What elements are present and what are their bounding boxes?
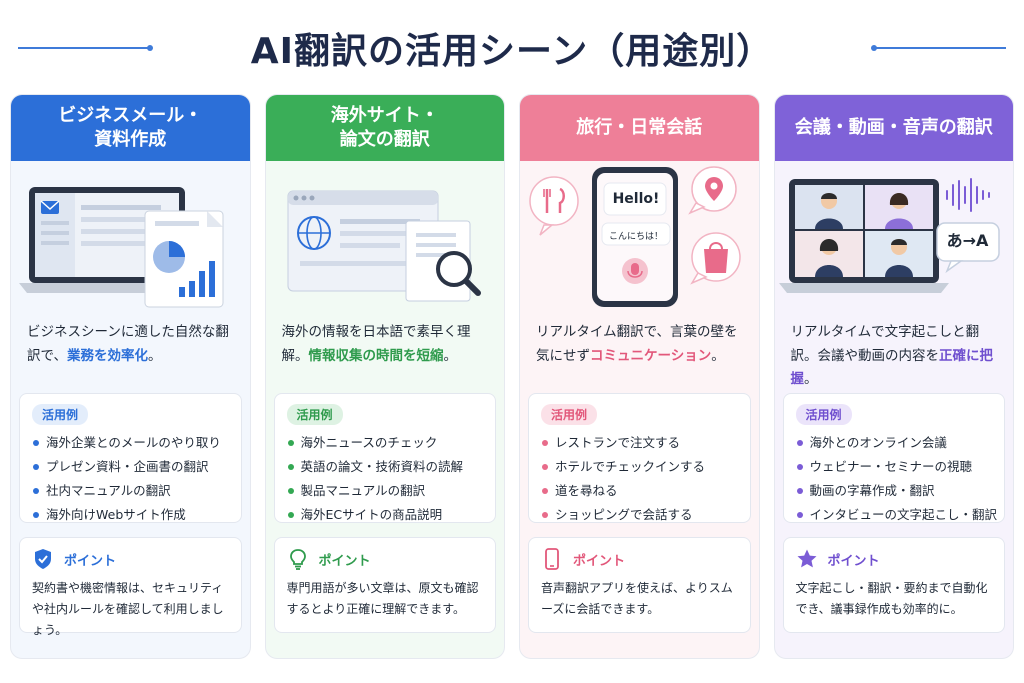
list-item: 道を尋ねる bbox=[541, 479, 738, 503]
list-item: ウェビナー・セミナーの視聴 bbox=[796, 455, 993, 479]
card-title: ビジネスメール・ 資料作成 bbox=[58, 104, 203, 150]
page-title: AI翻訳の活用シーン（用途別） bbox=[250, 31, 774, 72]
point-text: 専門用語が多い文章は、原文も確認するとより正確に理解できます。 bbox=[286, 581, 479, 616]
title-divider-left bbox=[18, 45, 153, 51]
point-header: ポイント bbox=[287, 548, 484, 570]
description-highlight: 情報収集の時間を短縮 bbox=[308, 347, 444, 364]
card-grid: ビジネスメール・ 資料作成 bbox=[10, 94, 1014, 659]
title-divider-right bbox=[871, 45, 1006, 51]
card-overseas-sites: 海外サイト・ 論文の翻訳 bbox=[264, 94, 505, 659]
point-text: 契約書や機密情報は、セキュリティや社内ルールを確認して利用しましょう。 bbox=[32, 581, 224, 637]
use-cases-list: 海外企業とのメールのやり取り プレゼン資料・企画書の翻訳 社内マニュアルの翻訳 … bbox=[32, 431, 229, 527]
use-cases-tag: 活用例 bbox=[541, 404, 598, 425]
description-end: 。 bbox=[443, 347, 458, 364]
description-text: リアルタイムで文字起こしと翻訳。会議や動画の内容を bbox=[790, 324, 980, 364]
card-meetings: 会議・動画・音声の翻訳 bbox=[773, 94, 1014, 659]
list-item: 動画の字幕作成・翻訳 bbox=[796, 479, 993, 503]
video-call-icon bbox=[778, 178, 1000, 293]
browser-search-illustration bbox=[266, 161, 505, 311]
point-box: ポイント 契約書や機密情報は、セキュリティや社内ルールを確認して利用しましょう。 bbox=[19, 537, 242, 637]
point-header: ポイント bbox=[796, 548, 993, 570]
smartphone-icon bbox=[541, 548, 563, 570]
list-item: 海外ニュースのチェック bbox=[287, 431, 484, 455]
point-label: ポイント bbox=[827, 553, 880, 569]
use-cases-tag: 活用例 bbox=[795, 404, 852, 425]
star-icon bbox=[796, 548, 818, 570]
card-title: 海外サイト・ 論文の翻訳 bbox=[330, 104, 439, 150]
use-cases-list: 海外ニュースのチェック 英語の論文・技術資料の読解 製品マニュアルの翻訳 海外E… bbox=[287, 431, 484, 527]
point-box: ポイント 文字起こし・翻訳・要約まで自動化でき、議事録作成も効率的に。 bbox=[782, 537, 1005, 633]
point-header: ポイント bbox=[541, 548, 738, 570]
list-item: 製品マニュアルの翻訳 bbox=[287, 479, 484, 503]
card-header: 旅行・日常会話 bbox=[520, 95, 759, 161]
card-header: 海外サイト・ 論文の翻訳 bbox=[265, 95, 504, 161]
header: AI翻訳の活用シーン（用途別） bbox=[0, 18, 1024, 78]
use-cases-box: 活用例 海外ニュースのチェック 英語の論文・技術資料の読解 製品マニュアルの翻訳… bbox=[273, 393, 496, 523]
card-description: 海外の情報を日本語で素早く理解。情報収集の時間を短縮。 bbox=[266, 311, 505, 393]
card-title: 会議・動画・音声の翻訳 bbox=[794, 116, 993, 138]
list-item: 海外とのオンライン会議 bbox=[796, 431, 993, 455]
description-highlight: 業務を効率化 bbox=[66, 347, 148, 364]
description-end: 。 bbox=[804, 371, 818, 388]
use-cases-list: 海外とのオンライン会議 ウェビナー・セミナーの視聴 動画の字幕作成・翻訳 インタ… bbox=[796, 431, 997, 527]
use-cases-box: 活用例 レストランで注文する ホテルでチェックインする 道を尋ねる ショッピング… bbox=[528, 393, 751, 523]
card-description: ビジネスシーンに適した自然な翻訳で、業務を効率化。 bbox=[11, 311, 250, 393]
card-header: 会議・動画・音声の翻訳 bbox=[774, 95, 1013, 161]
translate-label: あ→A bbox=[946, 231, 989, 250]
use-cases-list: レストランで注文する ホテルでチェックインする 道を尋ねる ショッピングで会話す… bbox=[541, 431, 738, 527]
card-travel: 旅行・日常会話 bbox=[519, 94, 760, 659]
point-box: ポイント 専門用語が多い文章は、原文も確認するとより正確に理解できます。 bbox=[273, 537, 496, 633]
point-box: ポイント 音声翻訳アプリを使えば、よりスムーズに会話できます。 bbox=[528, 537, 751, 633]
card-description: リアルタイム翻訳で、言葉の壁を気にせずコミュニケーション。 bbox=[520, 311, 759, 393]
card-header: ビジネスメール・ 資料作成 bbox=[11, 95, 250, 161]
list-item: 社内マニュアルの翻訳 bbox=[32, 479, 229, 503]
phone-hello-text: Hello! bbox=[612, 191, 660, 207]
list-item: ショッピングで会話する bbox=[541, 503, 738, 527]
point-header: ポイント bbox=[32, 548, 229, 570]
description-text: 海外の情報を日本語で素早く理解。 bbox=[281, 324, 471, 364]
shield-check-icon bbox=[32, 548, 54, 570]
card-title: 旅行・日常会話 bbox=[576, 116, 703, 138]
laptop-document-illustration bbox=[11, 161, 250, 311]
description-highlight: コミュニケーション bbox=[590, 347, 712, 364]
description-highlight: 正確に把握 bbox=[790, 347, 994, 388]
phone-translation-text: こんにちは！ bbox=[608, 232, 663, 242]
description-end: 。 bbox=[147, 347, 162, 364]
list-item: 英語の論文・技術資料の読解 bbox=[287, 455, 484, 479]
browser-magnifier-icon bbox=[287, 190, 481, 302]
list-item: インタビューの文字起こし・翻訳 bbox=[796, 503, 997, 527]
list-item: 海外企業とのメールのやり取り bbox=[32, 431, 229, 455]
point-label: ポイント bbox=[64, 553, 117, 569]
list-item: 海外向けWebサイト作成 bbox=[32, 503, 229, 527]
description-text: ビジネスシーンに適した自然な翻訳で、 bbox=[27, 324, 229, 364]
list-item: プレゼン資料・企画書の翻訳 bbox=[32, 455, 229, 479]
list-item: レストランで注文する bbox=[541, 431, 738, 455]
description-text: リアルタイム翻訳で、言葉の壁を気にせず bbox=[536, 324, 738, 364]
lightbulb-icon bbox=[287, 548, 309, 570]
list-item: 海外ECサイトの商品説明 bbox=[287, 503, 484, 527]
point-text: 音声翻訳アプリを使えば、よりスムーズに会話できます。 bbox=[541, 581, 733, 616]
laptop-chart-icon bbox=[19, 187, 224, 308]
card-business: ビジネスメール・ 資料作成 bbox=[10, 94, 251, 659]
point-label: ポイント bbox=[573, 553, 626, 569]
point-text: 文字起こし・翻訳・要約まで自動化でき、議事録作成も効率的に。 bbox=[795, 581, 988, 616]
point-label: ポイント bbox=[318, 553, 371, 569]
list-item: ホテルでチェックインする bbox=[541, 455, 738, 479]
use-cases-box: 活用例 海外とのオンライン会議 ウェビナー・セミナーの視聴 動画の字幕作成・翻訳… bbox=[782, 393, 1005, 523]
video-meeting-illustration: あ→A bbox=[775, 161, 1014, 311]
phone-conversation-illustration: Hello! こんにちは！ bbox=[520, 161, 759, 311]
use-cases-tag: 活用例 bbox=[286, 404, 343, 425]
phone-chat-icon bbox=[529, 166, 741, 307]
card-description: リアルタイムで文字起こしと翻訳。会議や動画の内容を正確に把握。 bbox=[775, 311, 1014, 393]
description-end: 。 bbox=[711, 347, 725, 364]
use-cases-tag: 活用例 bbox=[32, 404, 89, 425]
use-cases-box: 活用例 海外企業とのメールのやり取り プレゼン資料・企画書の翻訳 社内マニュアル… bbox=[19, 393, 242, 523]
